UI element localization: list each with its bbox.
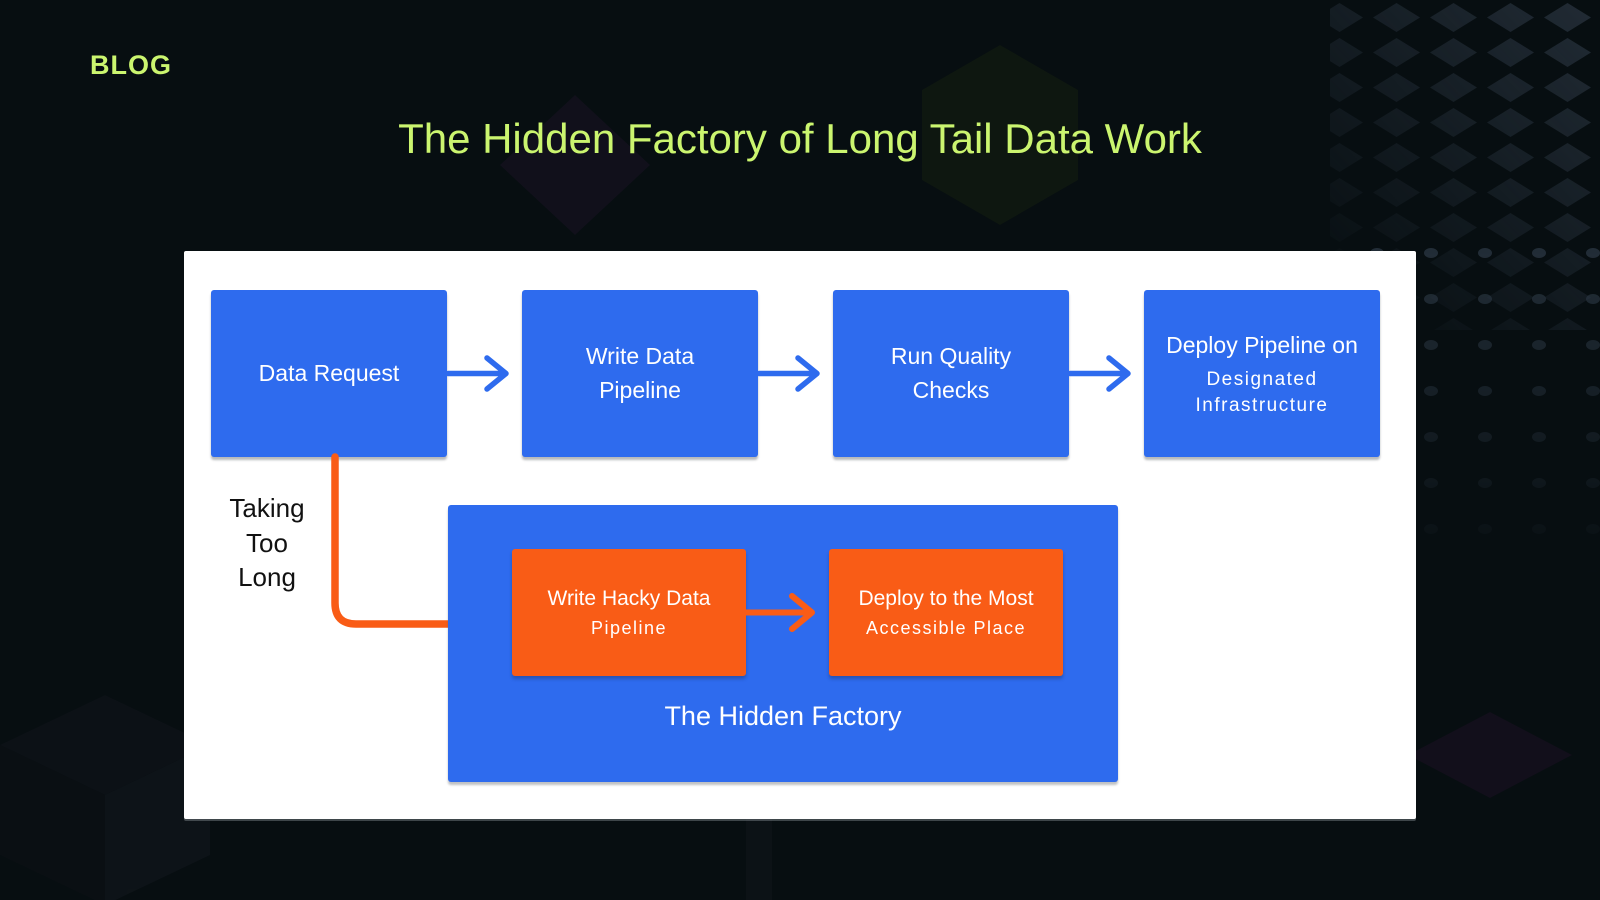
flow-box-label: Write Data Pipeline (585, 343, 695, 403)
band-decoration (746, 818, 772, 900)
flow-box-write-data-pipeline: Write Data Pipeline (522, 290, 758, 457)
flow-box-run-quality-checks: Run Quality Checks (833, 290, 1069, 457)
factory-box-deploy-accessible: Deploy to the Most Accessible Place (829, 549, 1063, 676)
factory-arrow-icon (741, 593, 815, 632)
flow-box-sublabel: Designated Infrastructure (1195, 369, 1329, 416)
flow-box-deploy-pipeline: Deploy Pipeline on Designated Infrastruc… (1144, 290, 1380, 457)
blog-label: BLOG (90, 50, 172, 80)
flow-box-label: Deploy Pipeline on (1166, 331, 1358, 358)
branch-label: Taking Too Long (229, 493, 305, 593)
hidden-factory-label: The Hidden Factory (664, 701, 902, 731)
hidden-factory-container: Write Hacky Data Pipeline Deploy to the … (448, 505, 1118, 782)
factory-box-sublabel: Pipeline (590, 618, 668, 639)
factory-box-write-hacky-pipeline: Write Hacky Data Pipeline (512, 549, 746, 676)
cube-decoration (0, 695, 210, 900)
flow-box-data-request: Data Request (211, 290, 447, 457)
flow-arrow-icon (445, 355, 509, 392)
diagram-panel: Data Request Write Data Pipeline Run Qua… (184, 251, 1416, 819)
page-title: The Hidden Factory of Long Tail Data Wor… (398, 115, 1202, 162)
factory-box-label: Deploy to the Most (858, 586, 1034, 610)
flow-arrow-icon (756, 355, 820, 392)
factory-box-label: Write Hacky Data (547, 586, 711, 610)
flow-box-label: Run Quality Checks (890, 343, 1012, 403)
flow-arrow-icon (1067, 355, 1131, 392)
flow-box-label: Data Request (258, 359, 400, 386)
factory-box-sublabel: Accessible Place (865, 618, 1027, 639)
tile-decoration (1408, 712, 1572, 798)
